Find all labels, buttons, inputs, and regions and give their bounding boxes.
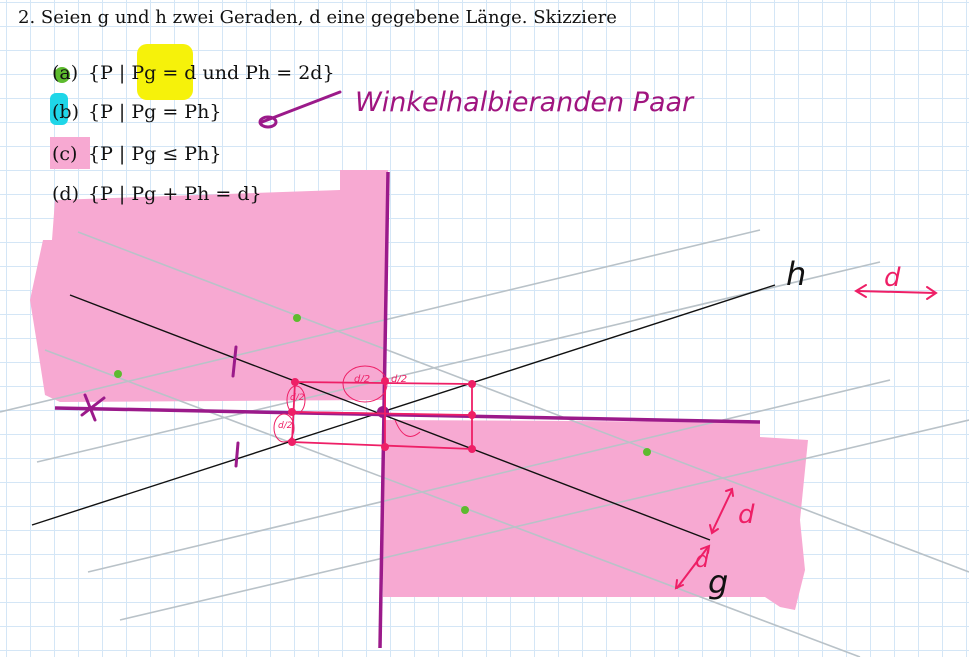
half-d-3: d/2: [290, 393, 305, 403]
item-a: (a) {P | Pg = d und Ph = 2d}: [52, 62, 335, 84]
item-a-text: {P | Pg = d und Ph = 2d}: [88, 62, 335, 84]
item-a-label: (a): [52, 62, 79, 84]
task-number: 2.: [18, 7, 36, 28]
item-d: (d) {P | Pg + Ph = d}: [52, 183, 262, 205]
item-c-label: (c): [52, 143, 78, 165]
half-d-4: d/2: [278, 421, 293, 431]
d-mark-lower: d: [695, 548, 709, 573]
item-d-label: (d): [52, 183, 79, 205]
green-points: [114, 314, 651, 514]
line-h: [31, 284, 776, 526]
highlight-b: [50, 93, 68, 125]
half-d-1: d/2: [354, 374, 371, 385]
label-g: g: [708, 563, 729, 601]
task-text: Seien g und h zwei Geraden, d eine gegeb…: [40, 7, 617, 28]
helper-lines: [0, 229, 969, 657]
highlight-c: [50, 137, 90, 169]
item-c-text: {P | Pg ≤ Ph}: [88, 143, 222, 165]
d-arrows: [674, 284, 938, 590]
half-d-2: d/2: [391, 374, 408, 385]
shaded-region-left: [30, 170, 388, 402]
half-circles: [273, 365, 421, 443]
item-b-text: {P | Pg = Ph}: [88, 101, 222, 123]
d-mark-upper: d: [738, 500, 755, 530]
highlight-a: [137, 44, 193, 100]
label-h: h: [786, 255, 807, 293]
shaded-region-right: [383, 420, 808, 610]
note-bisector-pair: Winkelhalbieranden Paar: [355, 87, 694, 118]
item-c: (c) {P | Pg ≤ Ph}: [52, 143, 221, 165]
construction-points: [288, 377, 476, 453]
length-d: d: [884, 263, 901, 293]
item-b-label: (b): [52, 101, 79, 123]
bisector-horizontal: [54, 406, 761, 424]
marker-a: [54, 67, 70, 83]
line-g: [69, 294, 711, 541]
item-d-text: {P | Pg + Ph = d}: [88, 183, 262, 205]
task-heading: 2. Seien g und h zwei Geraden, d eine ge…: [18, 7, 617, 28]
hand-strokes: [80, 90, 342, 468]
item-b: (b) {P | Pg = Ph}: [52, 101, 221, 123]
intersection-point: [377, 406, 389, 418]
